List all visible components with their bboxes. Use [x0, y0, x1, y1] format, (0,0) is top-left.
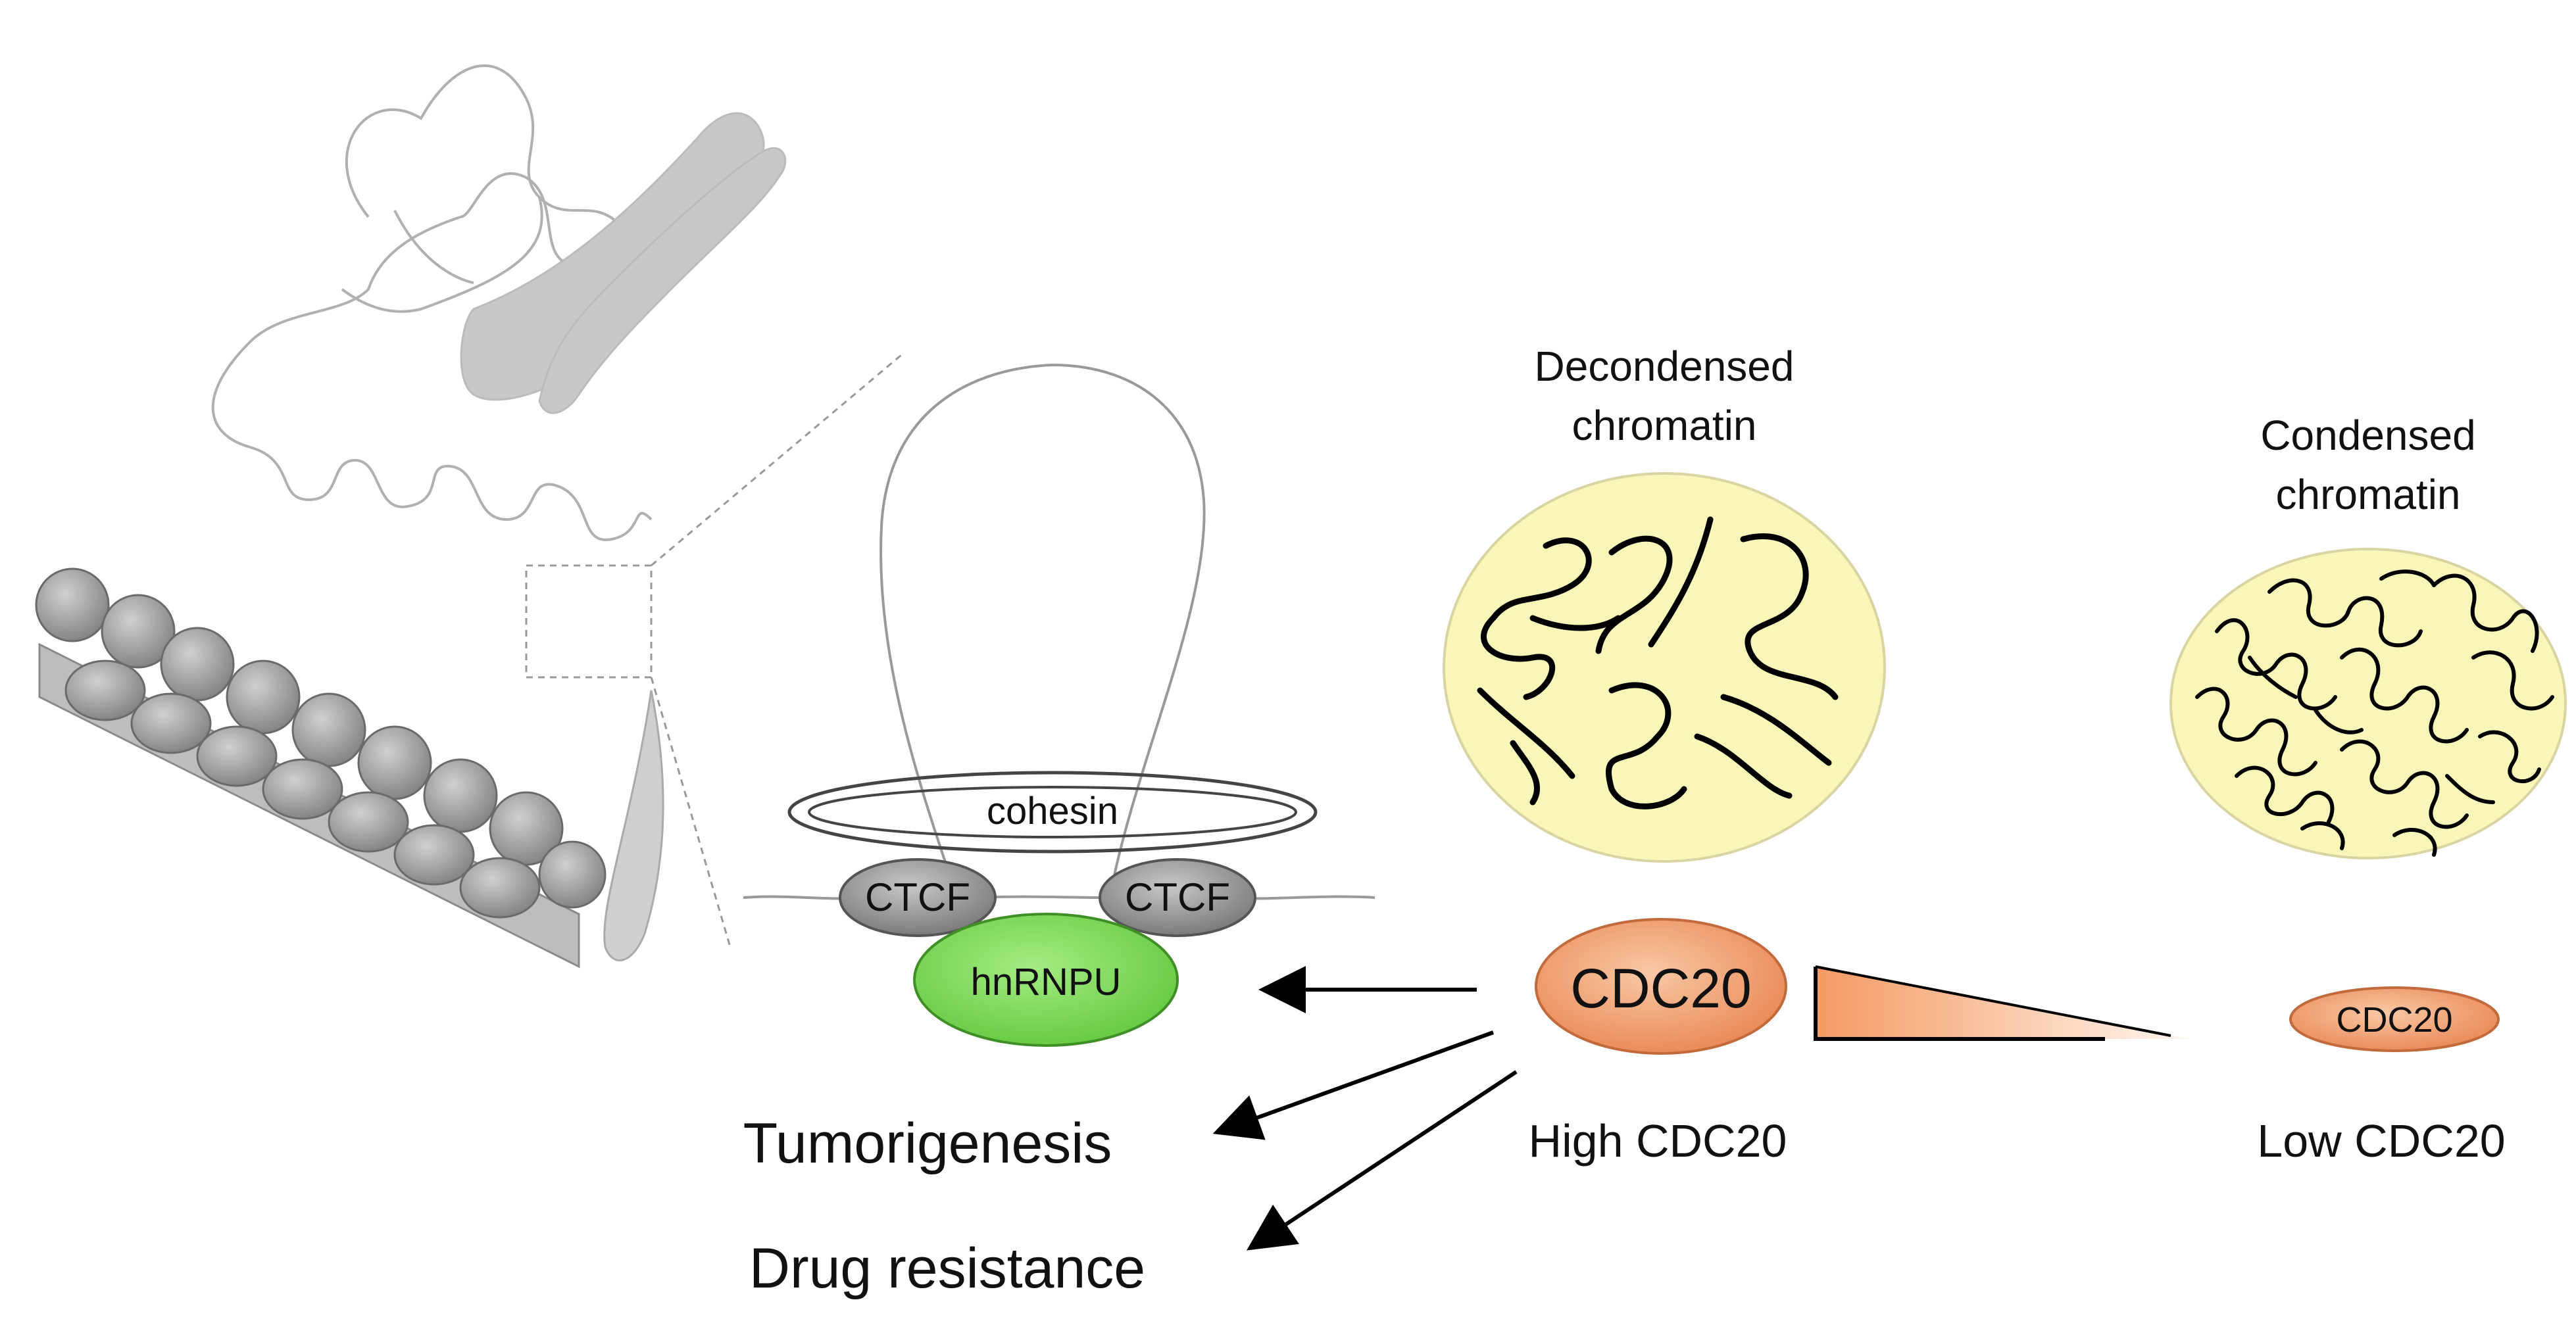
thread-to-chromosome	[341, 197, 543, 313]
thread-right	[393, 210, 474, 284]
chromatin-loop-icon	[879, 363, 1206, 888]
gradient-wedge-slope	[1815, 965, 2171, 1037]
ctcf-right-label: CTCF	[1125, 875, 1230, 919]
high-cdc20-label: High CDC20	[1528, 1115, 1787, 1167]
hnrnpu-label: hnRNPU	[970, 961, 1122, 1003]
arrow-to-tumorigenesis	[1212, 1030, 1495, 1140]
drug-resistance-label: Drug resistance	[749, 1237, 1146, 1300]
hnrnpu-oval	[913, 913, 1179, 1047]
tumorigenesis-label: Tumorigenesis	[743, 1112, 1112, 1175]
cdc20-low-oval	[2289, 986, 2500, 1052]
nucleosome-fiber-icon	[35, 567, 607, 969]
condensed-label-line2: chromatin	[2275, 471, 2461, 518]
cohesin-label: cohesin	[987, 790, 1118, 832]
low-cdc20-label: Low CDC20	[2257, 1115, 2506, 1167]
chromosome-icon	[460, 112, 787, 414]
ctcf-left-oval	[839, 858, 997, 937]
zoom-box	[525, 564, 653, 679]
dna-baseline	[743, 895, 1375, 900]
decondensed-chromatin-icon	[1443, 472, 1886, 863]
cohesin-ring-outer	[787, 771, 1318, 854]
decondensed-label-line2: chromatin	[1572, 402, 1757, 449]
decondensed-label-line1: Decondensed	[1534, 343, 1795, 390]
cohesin-ring-inner	[808, 786, 1297, 838]
zoom-line-top	[651, 354, 902, 567]
arrow-to-drug-resistance	[1246, 1070, 1518, 1251]
gradient-wedge-outline	[1814, 967, 2105, 1041]
condensed-label-line1: Condensed	[2260, 412, 2476, 459]
cdc20-low-oval-label: CDC20	[2336, 1000, 2453, 1040]
ctcf-left-label: CTCF	[865, 875, 970, 919]
chromatin-thread	[211, 64, 653, 541]
ctcf-right-oval	[1099, 858, 1256, 937]
condensed-chromatin-icon	[2169, 548, 2567, 859]
cdc20-high-oval-label: CDC20	[1570, 957, 1752, 1019]
cdc20-high-oval	[1535, 918, 1787, 1055]
fiber-ribbon	[603, 690, 664, 961]
